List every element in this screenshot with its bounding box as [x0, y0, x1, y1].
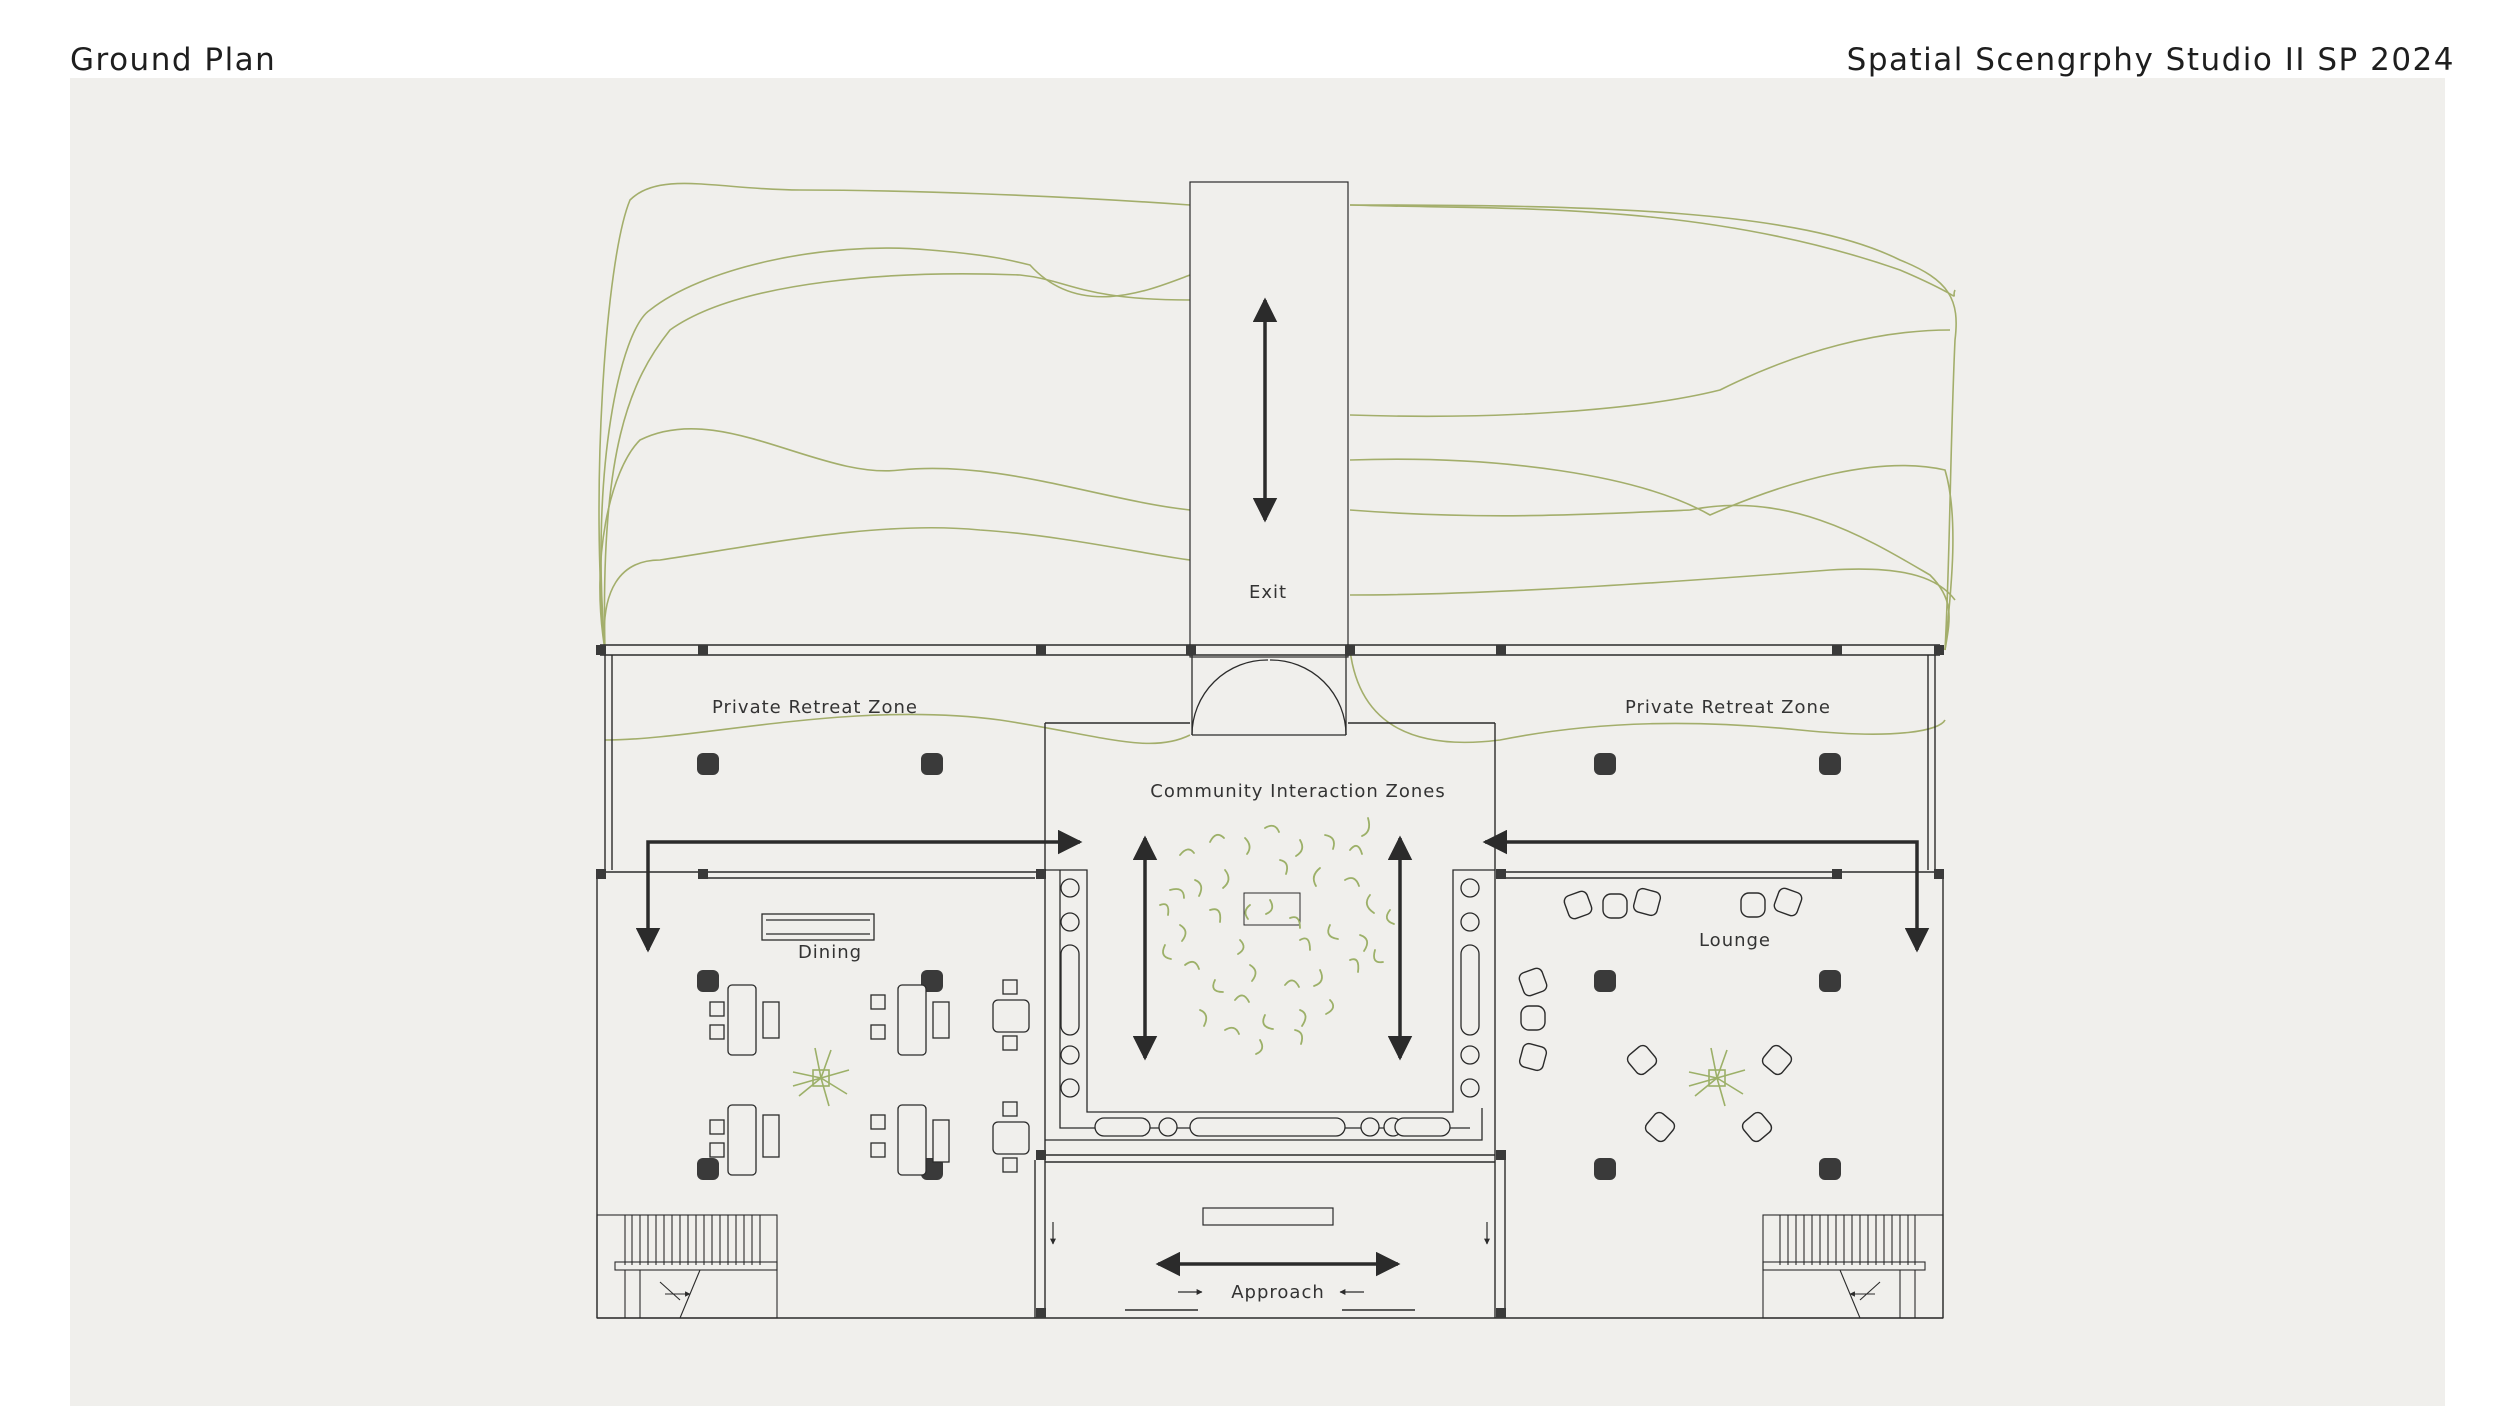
dining-plant [792, 1047, 850, 1107]
private-retreat-right-label: Private Retreat Zone [1625, 697, 1831, 718]
exit-corridor: Exit [1189, 181, 1349, 658]
stairs-right [1762, 1214, 1944, 1319]
approach-label: Approach [1231, 1282, 1325, 1303]
private-retreat-left-label: Private Retreat Zone [712, 697, 918, 718]
central-planter [1243, 892, 1301, 926]
exit-doors [1191, 655, 1347, 736]
lounge-plant [1688, 1047, 1746, 1107]
circulation-arrows [635, 829, 1930, 1277]
landscape-contours [598, 182, 1957, 745]
central-tree-foliage [1159, 817, 1395, 1055]
community-label: Community Interaction Zones [1150, 781, 1445, 802]
dining-furniture [709, 913, 1030, 1176]
approach-small-arrows [1050, 1222, 1490, 1295]
exit-label: Exit [1249, 582, 1287, 603]
stairs-left [596, 1214, 778, 1319]
approach-bench [1202, 1207, 1334, 1226]
dining-label: Dining [798, 942, 862, 963]
plan-title: Ground Plan [70, 42, 277, 78]
lounge-label: Lounge [1699, 930, 1771, 951]
lounge-seating [1518, 887, 1803, 1143]
studio-title: Spatial Scengrphy Studio II SP 2024 [1846, 42, 2455, 78]
court-seats [1060, 878, 1480, 1137]
